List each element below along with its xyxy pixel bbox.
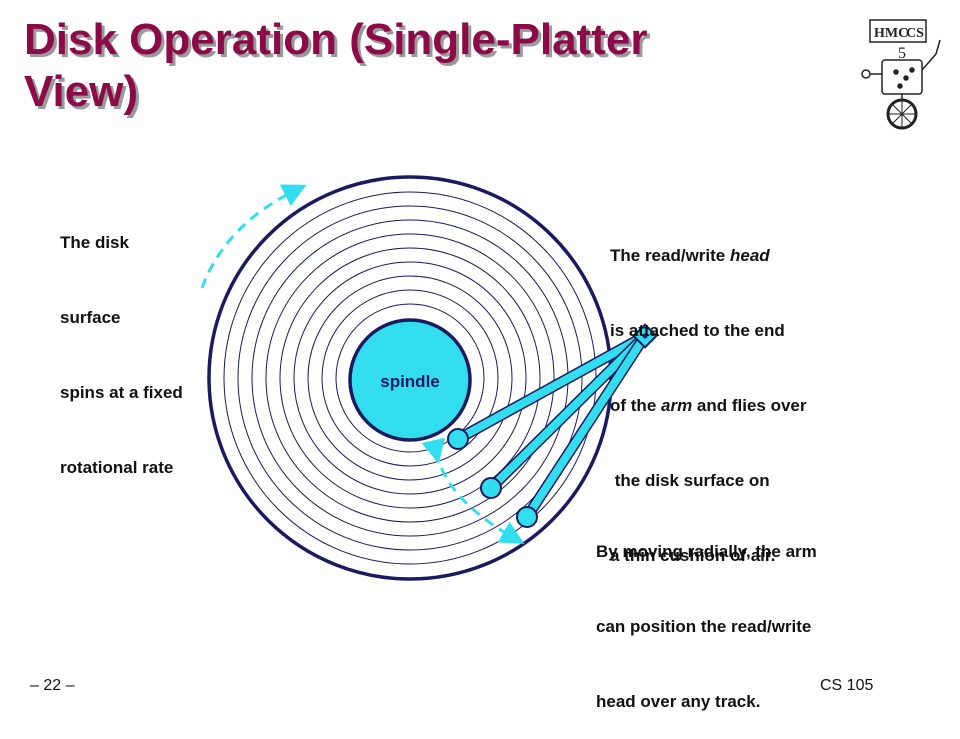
slide-title: Disk Operation (Single-Platter View) — [24, 14, 814, 118]
note-read-write-head: The read/write head is attached to the e… — [610, 193, 807, 593]
seek-arrow — [421, 437, 525, 544]
robot-dot — [897, 83, 903, 89]
track — [237, 205, 583, 551]
spindle — [348, 318, 472, 442]
note-radial-move: By moving radially, the arm can position… — [596, 489, 817, 739]
read-write-head — [480, 477, 502, 499]
tracks — [223, 191, 597, 565]
note-line: spins at a fixed — [60, 383, 183, 402]
note-line: a thin cushion of air. — [610, 546, 776, 565]
logo-text-hmc: HMC — [874, 26, 908, 41]
note-text: and flies over — [692, 396, 807, 415]
robot-body — [881, 59, 923, 95]
robot-dot — [909, 67, 915, 73]
robot-arm-right — [935, 39, 941, 55]
note-line: surface — [60, 308, 121, 327]
note-line: can position the read/write — [596, 617, 812, 636]
wheel-spoke — [891, 103, 913, 125]
arm-pivot-center — [642, 333, 648, 339]
note-emphasis-head: head — [729, 246, 770, 265]
note-text: The read/write — [610, 246, 730, 265]
rotation-arrow — [200, 184, 307, 289]
track — [321, 289, 499, 467]
track — [335, 303, 485, 453]
logo-text-cs: CS — [906, 26, 924, 41]
track — [279, 247, 541, 509]
note-line: the disk surface on — [610, 471, 770, 490]
disk-diagram: spindle HMC CS 5 — [200, 19, 941, 581]
note-line: of the arm and flies over — [610, 393, 807, 418]
platter: spindle — [207, 175, 613, 581]
logo-sign — [869, 19, 927, 43]
course-label: CS 105 — [820, 677, 874, 694]
track — [307, 275, 513, 481]
hmc-cs-logo: HMC CS 5 — [861, 19, 941, 130]
robot-dot — [893, 69, 899, 75]
logo-number: 5 — [898, 45, 906, 62]
read-write-head — [516, 506, 538, 528]
note-text: of the — [610, 396, 661, 415]
page-number: – 22 – — [30, 677, 75, 694]
robot-dot — [903, 75, 909, 81]
track — [293, 261, 527, 495]
slide-title-line-2: View) — [24, 67, 139, 116]
slide-title-line-1: Disk Operation (Single-Platter — [24, 15, 648, 64]
robot-arm-right — [921, 53, 937, 71]
spindle-label: spindle — [380, 372, 440, 391]
note-line: The disk — [60, 233, 129, 252]
note-disk-spin: The disk surface spins at a fixed rotati… — [60, 180, 183, 505]
note-line: By moving radially, the arm — [596, 542, 817, 561]
arm-position-1 — [454, 332, 649, 443]
track — [265, 233, 555, 523]
read-write-head — [447, 428, 469, 450]
note-line: rotational rate — [60, 458, 174, 477]
note-line: head over any track. — [596, 692, 761, 711]
arm-position-3 — [523, 332, 649, 521]
robot-hand-left — [861, 69, 871, 79]
note-emphasis-arm: arm — [661, 396, 693, 415]
note-line: The read/write head — [610, 243, 807, 268]
note-line: is attached to the end — [610, 321, 785, 340]
